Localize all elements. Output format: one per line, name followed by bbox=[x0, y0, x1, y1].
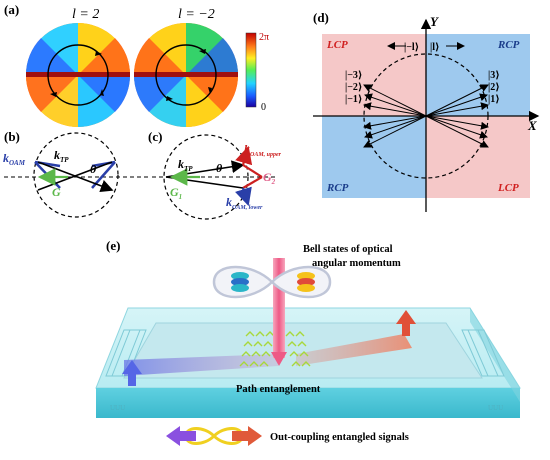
label-negative-l: |−l⟩ bbox=[404, 42, 419, 53]
quadrant-label-bottom-right: LCP bbox=[497, 182, 519, 194]
panel-a-left-title: l = 2 bbox=[72, 7, 99, 22]
grating-region bbox=[239, 331, 311, 367]
state-label-3: |3⟩ bbox=[488, 70, 500, 81]
right-output-arrow bbox=[396, 310, 416, 336]
quadrant-label-bottom-left: RCP bbox=[326, 182, 349, 194]
phase-colorbar bbox=[245, 32, 257, 108]
k-tp-label: kTP bbox=[54, 148, 69, 164]
vortex-disc-l2 bbox=[25, 23, 131, 127]
theta-label: θ bbox=[90, 162, 97, 176]
quadrant-top-left bbox=[322, 34, 426, 116]
out-coupling-label: Out-coupling entangled signals bbox=[270, 432, 409, 443]
bell-states-line1: Bell states of optical bbox=[303, 244, 393, 255]
k-oam-upper-vector bbox=[235, 145, 253, 166]
x-axis-label: X bbox=[527, 118, 537, 133]
oam-state-vectors bbox=[363, 84, 489, 148]
colorbar-bottom-label: 0 bbox=[261, 102, 266, 113]
state-label-minus2: |−2⟩ bbox=[345, 82, 362, 93]
right-output-beam bbox=[296, 334, 412, 366]
path-entanglement-label: Path entanglement bbox=[236, 384, 321, 395]
g1-label: G1 bbox=[170, 185, 182, 201]
svg-text:UUU: UUU bbox=[110, 404, 125, 412]
left-output-arrow bbox=[122, 360, 142, 386]
state-label-1: |1⟩ bbox=[488, 94, 500, 105]
g2-label: G2 bbox=[263, 170, 276, 186]
quadrant-label-top-right: RCP bbox=[497, 39, 520, 51]
state-label-minus3: |−3⟩ bbox=[345, 70, 362, 81]
state-label-2: |2⟩ bbox=[488, 82, 500, 93]
quadrant-label-top-left: LCP bbox=[326, 39, 348, 51]
panel-e-label: (e) bbox=[106, 238, 120, 253]
bell-state-infinity-icon bbox=[212, 265, 332, 299]
panel-a-right-title: l = −2 bbox=[178, 7, 215, 22]
k-oam-lower-label: kOAM, lower bbox=[226, 195, 263, 211]
theta-label-c: θ bbox=[216, 161, 223, 175]
label-positive-l: |l⟩ bbox=[430, 42, 440, 53]
panel-c-label: (c) bbox=[148, 129, 162, 144]
unit-circle bbox=[363, 53, 489, 179]
k-tp-label-c: kTP bbox=[178, 157, 193, 173]
panel-b-label: (b) bbox=[4, 129, 20, 144]
left-output-beam bbox=[124, 354, 278, 376]
vortex-beam-yellow-icon bbox=[297, 272, 315, 292]
panel-c: (c) kTP θ kOAM, upper G2 G1 kOAM, lower bbox=[148, 129, 282, 220]
panel-d: (d) Y X LCP RCP RCP LCP |−l⟩ |l bbox=[313, 10, 540, 212]
panel-a-label: (a) bbox=[4, 2, 19, 17]
k-oam-label: kOAM bbox=[3, 151, 26, 167]
k-oam-lower-vector bbox=[235, 186, 252, 207]
panel-b: (b) kOAM kTP θ G bbox=[3, 129, 148, 218]
state-label-minus1: |−1⟩ bbox=[345, 94, 362, 105]
vortex-disc-l-minus2 bbox=[133, 23, 239, 127]
panel-d-label: (d) bbox=[313, 10, 329, 25]
quadrant-bottom-left bbox=[322, 116, 426, 198]
out-coupling-legend-icon bbox=[166, 426, 262, 446]
vortex-beam-blue-icon bbox=[231, 272, 249, 292]
panel-a: (a) l = 2 l = −2 bbox=[4, 2, 269, 127]
panel-e: (e) UUU UUU bbox=[95, 238, 521, 446]
g-label: G bbox=[52, 185, 61, 199]
quadrant-top-right bbox=[426, 34, 530, 116]
svg-text:UUU: UUU bbox=[488, 404, 503, 412]
k-oam-upper-label: kOAM, upper bbox=[244, 142, 282, 158]
bell-states-line2: angular momentum bbox=[312, 258, 401, 269]
colorbar-top-label: 2π bbox=[259, 32, 269, 43]
quadrant-bottom-right bbox=[426, 116, 530, 198]
y-axis-label: Y bbox=[430, 14, 439, 29]
